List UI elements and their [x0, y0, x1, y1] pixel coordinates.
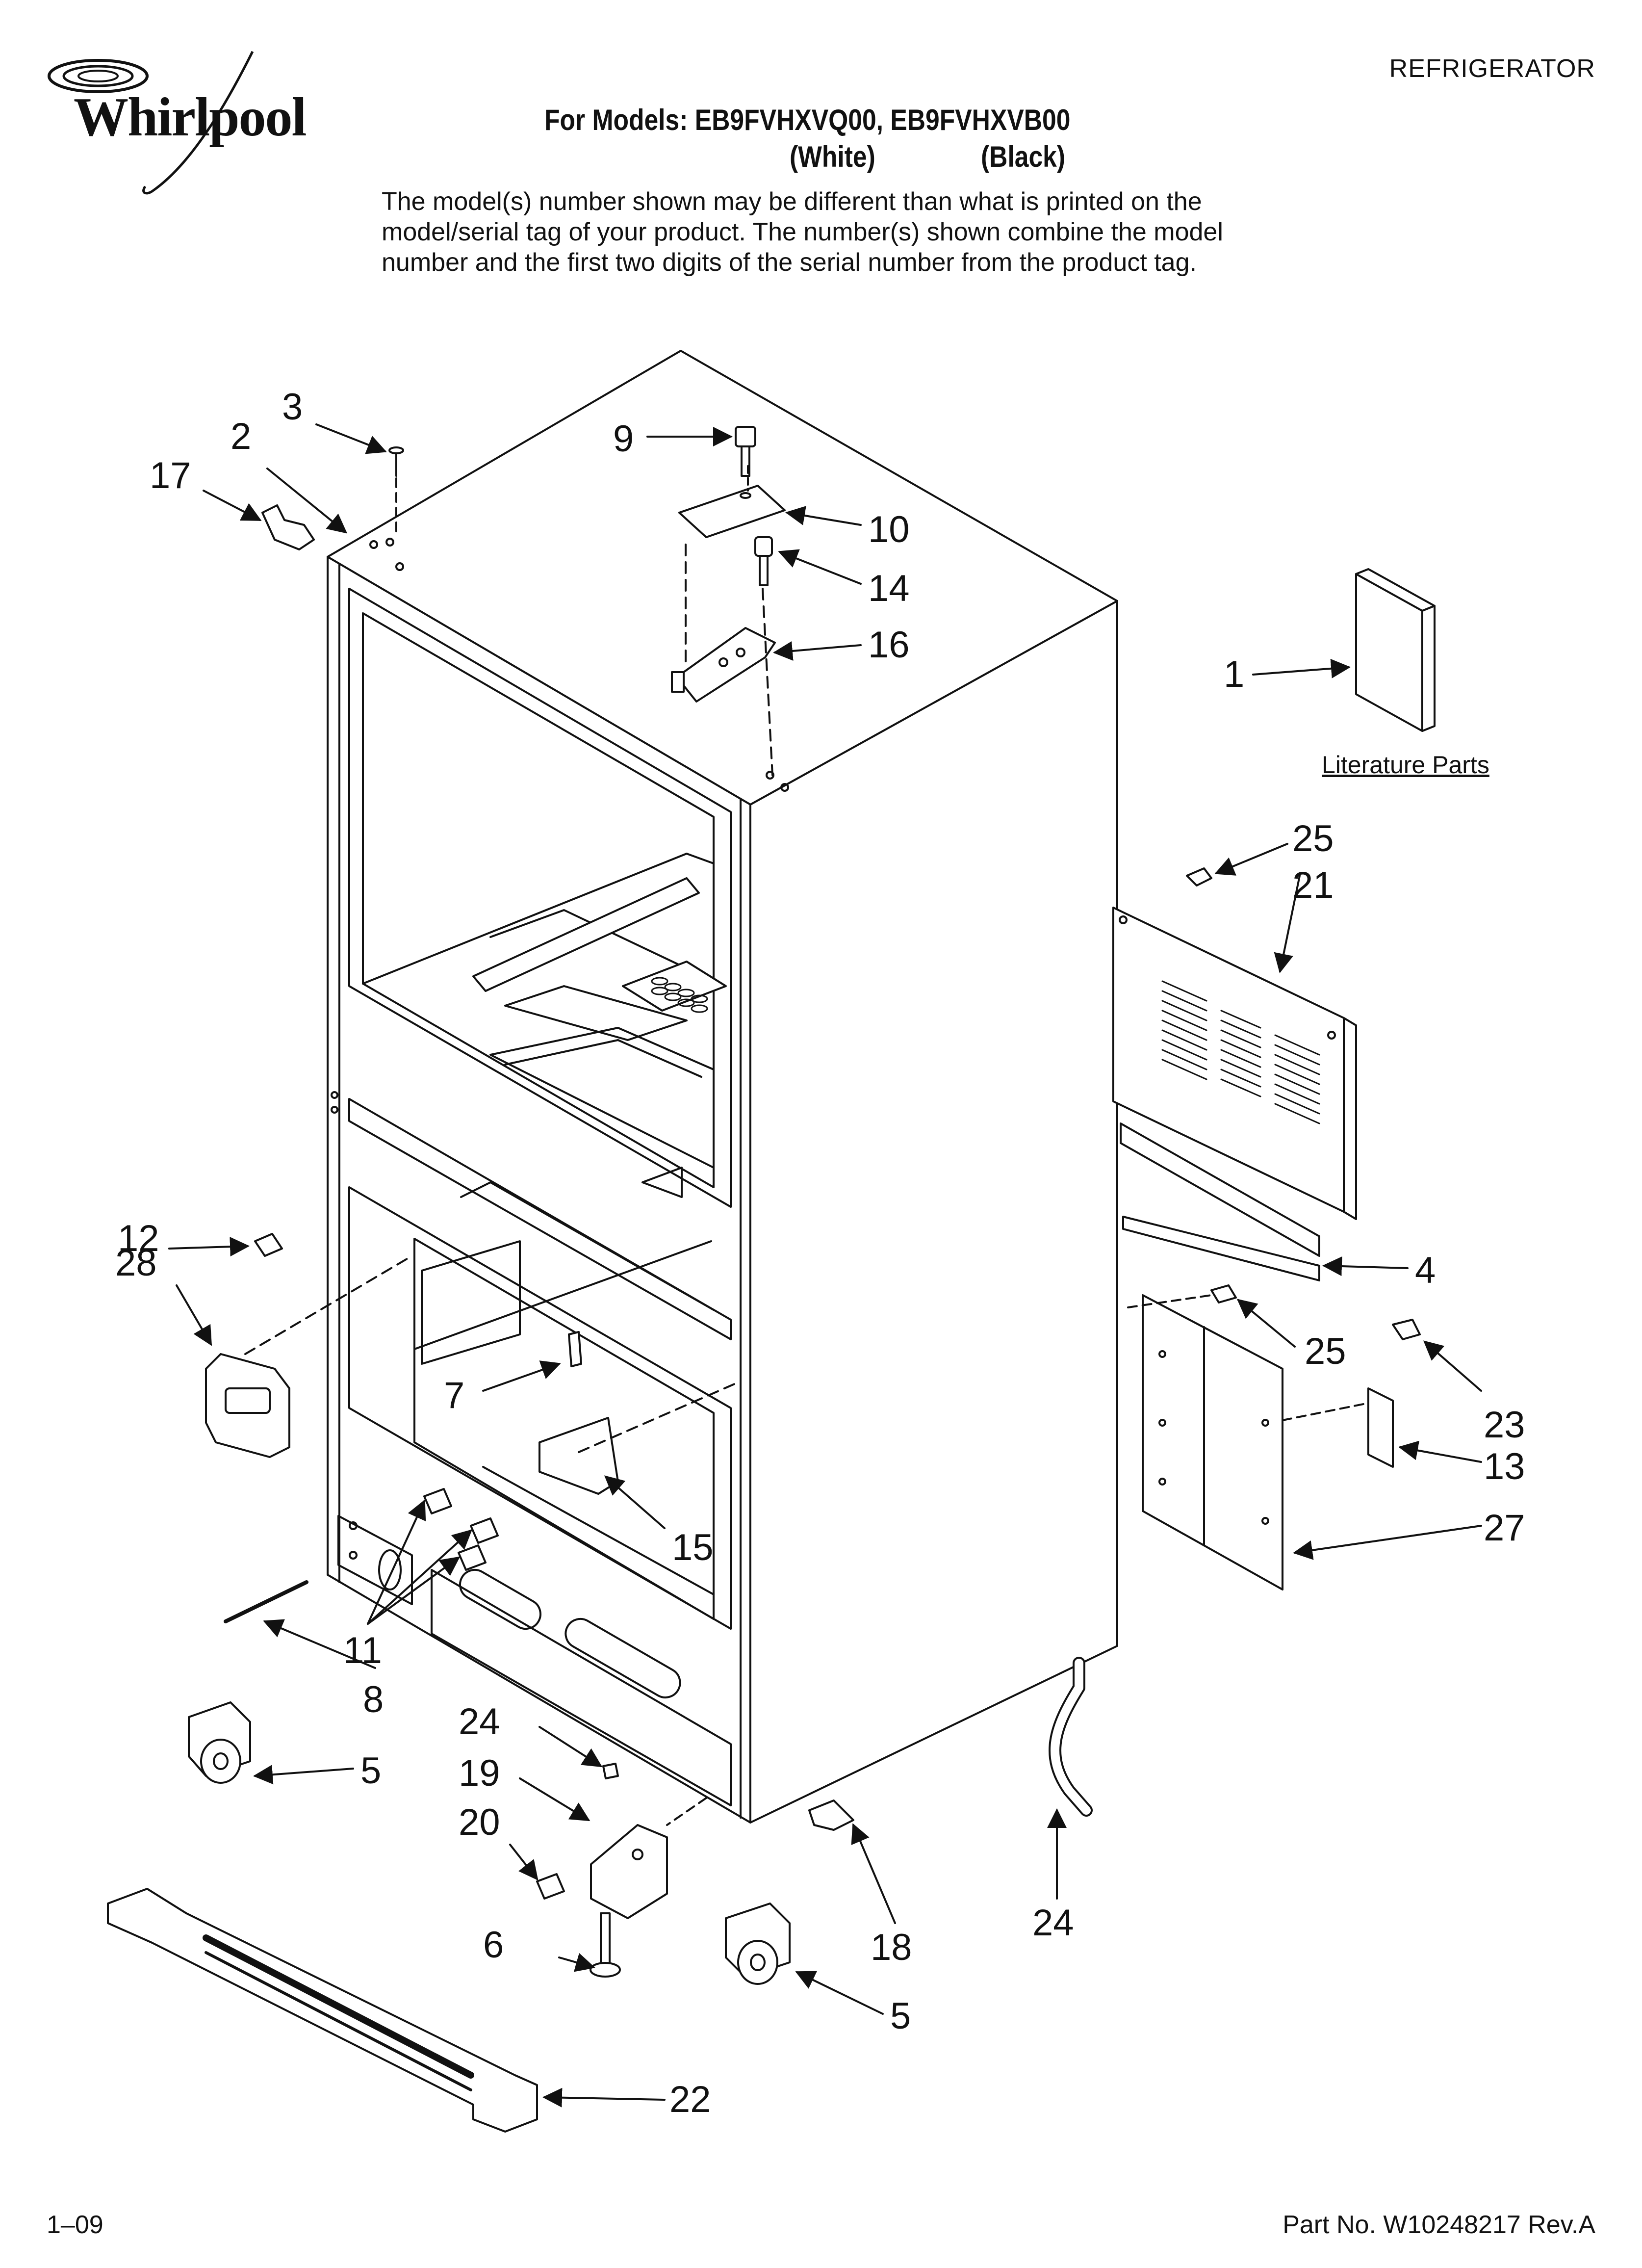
callout-5b: 5 [890, 1995, 911, 2037]
callout-18: 18 [871, 1927, 912, 1968]
kickplate-grille [107, 1888, 538, 2133]
callout-14: 14 [868, 568, 910, 609]
part-number: Part No. W10248217 Rev.A [1283, 2211, 1595, 2239]
callout-25b: 25 [1305, 1330, 1346, 1372]
variant-black: (Black) [981, 140, 1066, 173]
notice-line: The model(s) number shown may be differe… [382, 187, 1202, 216]
callout-27: 27 [1484, 1507, 1525, 1549]
callout-15: 15 [672, 1527, 714, 1568]
callout-23: 23 [1484, 1404, 1525, 1446]
callout-20: 20 [459, 1801, 500, 1843]
variant-white: (White) [790, 140, 875, 173]
callout-21: 21 [1292, 864, 1334, 906]
notice-line: number and the first two digits of the s… [382, 248, 1197, 277]
callout-leaders [168, 423, 1482, 2108]
callout-10: 10 [868, 509, 910, 550]
callout-22: 22 [669, 2079, 711, 2120]
callout-24b: 24 [1032, 1902, 1074, 1944]
top-hinge-assembly [671, 426, 786, 776]
leveling-bracket [536, 1763, 707, 1978]
callout-2: 2 [231, 416, 251, 457]
callout-1: 1 [1224, 653, 1244, 695]
callout-11: 11 [343, 1630, 382, 1671]
caster-wheels [188, 1701, 791, 1985]
literature-parts-label: Literature Parts [1322, 751, 1489, 779]
callout-25: 25 [1292, 818, 1334, 860]
callout-16: 16 [868, 624, 910, 666]
callout-19: 19 [459, 1752, 500, 1794]
callout-numbers: 1 2 3 4 5 5 6 7 8 9 10 11 12 13 14 15 16… [115, 386, 1525, 2120]
model-notice: The model(s) number shown may be differe… [382, 186, 1436, 278]
callout-24: 24 [459, 1701, 500, 1743]
rear-vent-panel [1112, 867, 1357, 1281]
callout-3: 3 [282, 386, 303, 428]
appliance-category: REFRIGERATOR [1389, 54, 1595, 83]
callout-7: 7 [444, 1375, 464, 1416]
callout-13: 13 [1484, 1446, 1525, 1487]
callout-17: 17 [150, 455, 191, 496]
cabinet-hardware [224, 1233, 737, 1623]
drain-hose [808, 1657, 1093, 1831]
lower-rear-panel [1127, 1284, 1421, 1590]
callout-5: 5 [360, 1750, 381, 1792]
callout-9: 9 [613, 418, 634, 460]
top-small-parts [261, 446, 404, 550]
whirlpool-logo [48, 51, 254, 195]
callout-4: 4 [1415, 1250, 1436, 1291]
callout-8: 8 [363, 1679, 384, 1721]
control-housing [205, 1255, 413, 1458]
cabinet-body [327, 350, 1118, 1824]
notice-line: model/serial tag of your product. The nu… [382, 218, 1223, 246]
brand-logo-text: Whirlpool [74, 87, 307, 148]
callout-6: 6 [483, 1924, 504, 1966]
literature-book [1355, 568, 1436, 732]
callout-28: 28 [115, 1242, 157, 1284]
callout-12: 12 [118, 1218, 159, 1259]
print-date: 1–09 [47, 2211, 103, 2239]
models-title: For Models: EB9FVHXVQ00, EB9FVHXVB00 [544, 104, 1071, 136]
